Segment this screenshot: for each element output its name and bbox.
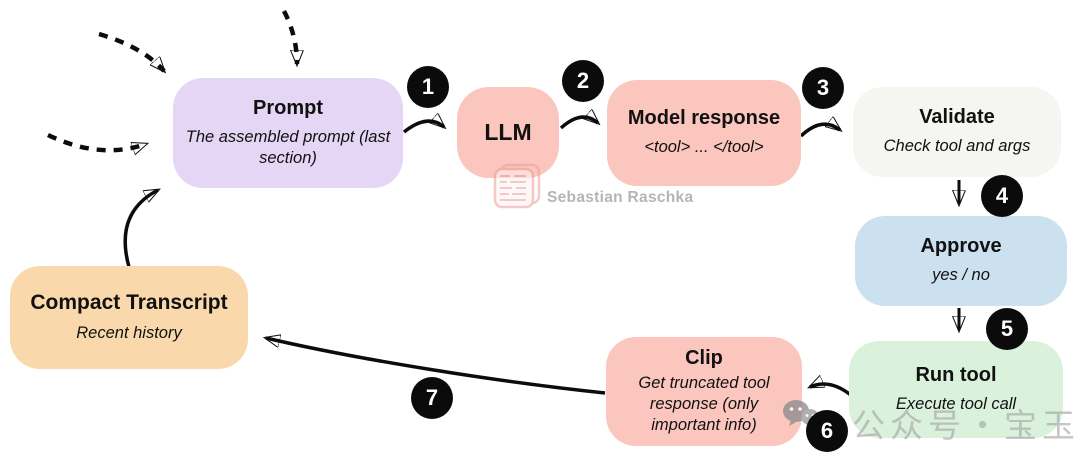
node-run-tool-subtitle: Execute tool call xyxy=(895,394,1017,413)
node-llm: LLM xyxy=(457,87,559,178)
step-badge-3: 3 xyxy=(802,67,844,109)
node-run-tool-title: Run tool xyxy=(915,363,997,386)
node-prompt-title: Prompt xyxy=(253,96,323,119)
stamp-icon xyxy=(493,163,541,209)
arrow-prompt-to-llm xyxy=(402,121,444,134)
node-model-response: Model response <tool> ... </tool> xyxy=(607,80,801,186)
channel-watermark: 公众号・宝玉AI xyxy=(852,407,1080,444)
dashed-context-arrow-left xyxy=(47,132,146,150)
node-compact-transcript-subtitle: Recent history xyxy=(76,323,182,342)
step-badge-7: 7 xyxy=(411,377,453,419)
step-badge-4: 4 xyxy=(981,175,1023,217)
node-clip-subtitle: Get truncated tool response (only import… xyxy=(638,373,770,435)
arrow-run-tool-to-clip xyxy=(810,384,854,398)
arrow-llm-to-model-response xyxy=(559,117,598,130)
arrow-model-response-to-validate xyxy=(799,124,840,138)
arrow-clip-to-compact-transcript xyxy=(266,338,606,395)
step-badge-2: 2 xyxy=(562,60,604,102)
dashed-context-arrow-top-left xyxy=(98,31,164,71)
node-compact-transcript: Compact Transcript Recent history xyxy=(10,266,248,369)
node-prompt: Prompt The assembled prompt (last sectio… xyxy=(173,78,403,188)
node-prompt-subtitle: The assembled prompt (last section) xyxy=(185,127,391,167)
node-approve-subtitle: yes / no xyxy=(932,266,990,285)
node-validate-title: Validate xyxy=(919,106,995,129)
node-clip-title: Clip xyxy=(685,346,723,369)
node-validate-subtitle: Check tool and args xyxy=(883,137,1031,156)
node-model-response-subtitle: <tool> ... </tool> xyxy=(644,138,764,157)
node-model-response-title: Model response xyxy=(627,107,781,130)
node-validate: Validate Check tool and args xyxy=(853,87,1061,177)
step-badge-1: 1 xyxy=(407,66,449,108)
node-run-tool: Run tool Execute tool call xyxy=(849,341,1063,438)
node-clip: Clip Get truncated tool response (only i… xyxy=(606,337,802,446)
author-watermark: Sebastian Raschka xyxy=(547,189,694,206)
node-approve-title: Approve xyxy=(920,235,1002,258)
node-compact-transcript-title: Compact Transcript xyxy=(30,291,228,315)
dashed-context-arrow-top xyxy=(282,9,297,64)
arrow-compact-transcript-to-prompt xyxy=(123,188,158,268)
node-llm-title: LLM xyxy=(484,119,532,146)
node-approve: Approve yes / no xyxy=(855,216,1067,306)
step-badge-6: 6 xyxy=(806,410,848,452)
step-badge-5: 5 xyxy=(986,308,1028,350)
